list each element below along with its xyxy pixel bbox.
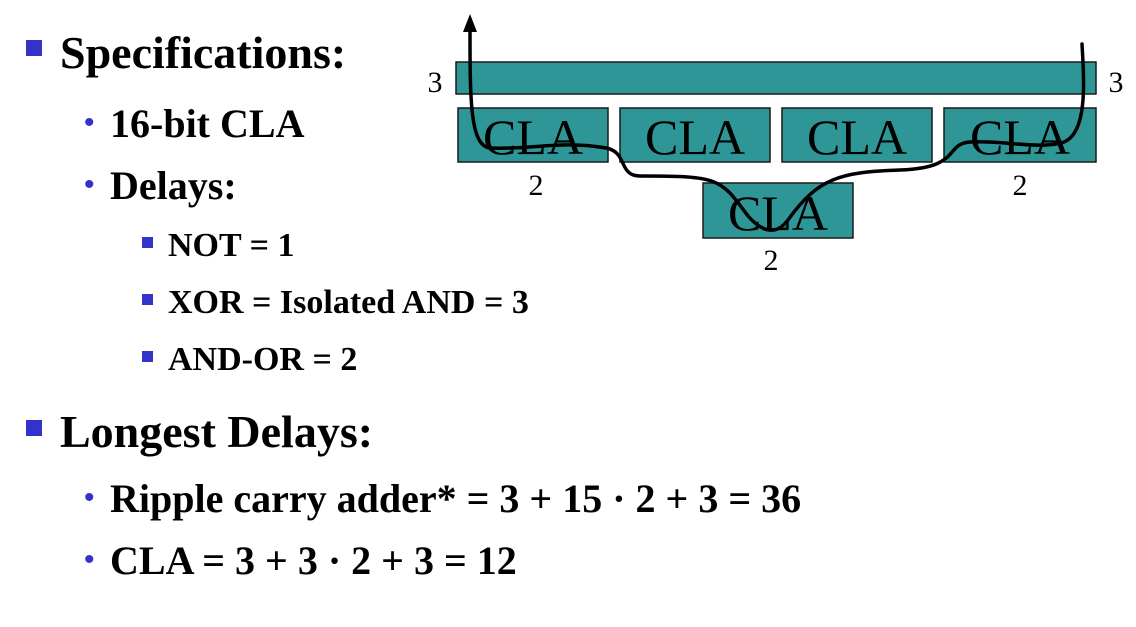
square-bullet-icon xyxy=(142,294,153,305)
specifications-heading: Specifications: xyxy=(60,27,347,78)
critical-path-line xyxy=(468,26,1086,232)
dot-bullet-icon: • xyxy=(84,543,95,576)
square-bullet-icon xyxy=(142,351,153,362)
square-bullet-icon xyxy=(142,237,153,248)
delays-item: Delays: xyxy=(110,163,237,208)
cla-block-3-label: CLA xyxy=(807,109,907,165)
square-bullet-icon xyxy=(26,420,42,436)
ripple-carry-formula: Ripple carry adder* = 3 + 15 · 2 + 3 = 3… xyxy=(110,476,802,521)
longest-delays-heading: Longest Delays: xyxy=(60,406,374,457)
not-delay-item: NOT = 1 xyxy=(168,227,295,264)
dot-bullet-icon: • xyxy=(84,481,95,514)
andor-delay-item: AND-OR = 2 xyxy=(168,341,358,378)
cla-block-2 xyxy=(619,107,771,163)
cla-16bit-item: 16-bit CLA xyxy=(110,101,305,146)
cla-block-1 xyxy=(457,107,609,163)
arrow-up-icon xyxy=(463,14,477,32)
cla-block-3 xyxy=(781,107,933,163)
top-bar-left-delay: 3 xyxy=(428,66,443,99)
cla-formula: CLA = 3 + 3 · 2 + 3 = 12 xyxy=(110,538,517,583)
dot-bullet-icon: • xyxy=(84,168,95,201)
cla-block-1-label: CLA xyxy=(483,109,583,165)
top-bar-right-delay: 3 xyxy=(1109,66,1124,99)
dot-bullet-icon: • xyxy=(84,106,95,139)
bottom-block-delay: 2 xyxy=(764,244,779,277)
top-carry-bar xyxy=(455,61,1097,95)
cla-block-4-label: CLA xyxy=(970,109,1070,165)
cla-block-2-label: CLA xyxy=(645,109,745,165)
square-bullet-icon xyxy=(26,40,42,56)
block4-delay: 2 xyxy=(1013,169,1028,202)
block1-delay: 2 xyxy=(529,169,544,202)
xor-delay-item: XOR = Isolated AND = 3 xyxy=(168,284,529,321)
